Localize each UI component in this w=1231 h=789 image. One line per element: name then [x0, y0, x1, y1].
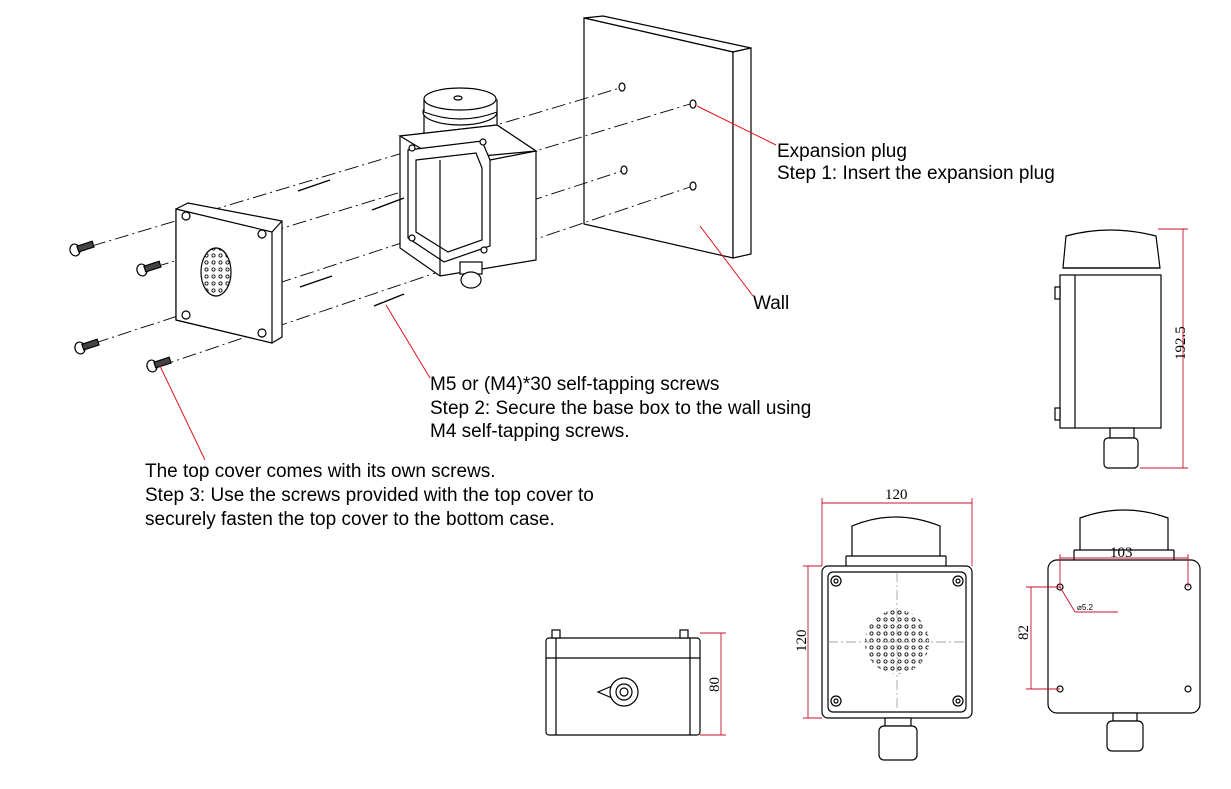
wall-panel — [583, 15, 752, 259]
wall-screws — [297, 179, 405, 307]
front-dimensions — [803, 498, 973, 719]
screws-label: M5 or (M4)*30 self-tapping screws — [430, 374, 720, 395]
side-height-label: 192.5 — [1173, 326, 1189, 360]
hole-diameter-label: ⌀5.2 — [1077, 603, 1093, 612]
base-box — [398, 87, 538, 289]
top-cover — [175, 202, 283, 344]
leader-lines — [159, 105, 777, 461]
step3-text-line1: Step 3: Use the screws provided with the… — [145, 485, 594, 506]
side-height-dimension — [1140, 228, 1188, 469]
bottom-depth-label: 80 — [707, 677, 723, 692]
front-width-label: 120 — [885, 487, 908, 503]
step3-text-line2: securely fasten the top cover to the bot… — [145, 509, 555, 530]
side-view — [1054, 229, 1162, 469]
expansion-plug-label: Expansion plug — [777, 141, 907, 162]
step2-text-line1: Step 2: Secure the base box to the wall … — [430, 398, 812, 419]
step2-text-line2: M4 self-tapping screws. — [430, 421, 630, 442]
wall-label: Wall — [753, 293, 790, 314]
back-hole-spacing-y-label: 82 — [1016, 625, 1032, 640]
top-cover-label: The top cover comes with its own screws. — [145, 461, 496, 482]
bottom-depth-dimension — [700, 632, 726, 736]
front-centerlines — [828, 572, 966, 712]
front-view — [821, 516, 973, 761]
back-dimensions — [1026, 554, 1189, 690]
cover-screws — [69, 240, 172, 373]
front-height-label: 120 — [794, 630, 810, 653]
step1-text: Step 1: Insert the expansion plug — [777, 163, 1055, 184]
back-hole-spacing-x-label: 103 — [1110, 545, 1133, 561]
bottom-view — [545, 629, 701, 736]
back-view — [1047, 509, 1201, 752]
